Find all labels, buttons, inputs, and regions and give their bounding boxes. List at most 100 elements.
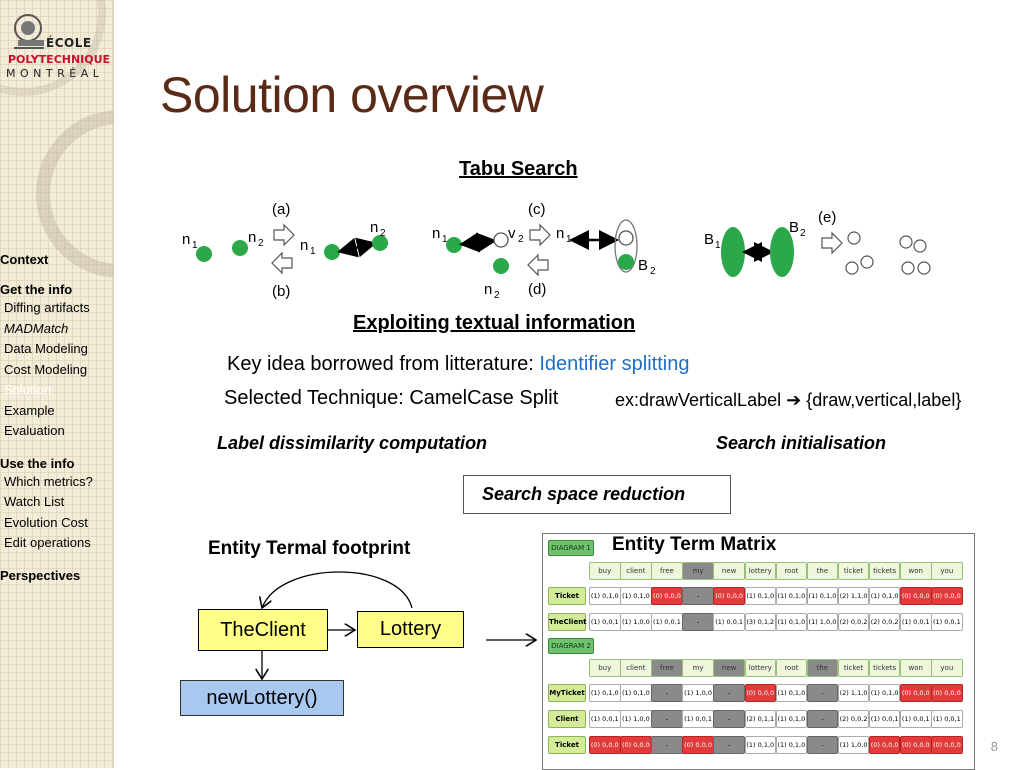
- matrix-term-header: tickets: [868, 659, 901, 677]
- matrix-term-header: the: [806, 659, 839, 677]
- nav-context[interactable]: Context: [0, 252, 49, 267]
- matrix-cell: -: [651, 710, 683, 728]
- virtual-node: [913, 239, 927, 253]
- match-edge: [459, 232, 497, 253]
- node-subscript: 1: [566, 234, 572, 245]
- virtual-node: [917, 261, 931, 275]
- tabu-search-heading: Tabu Search: [459, 158, 578, 180]
- matrix-cell: (1) 0,0,1: [589, 710, 621, 728]
- nav-perspectives[interactable]: Perspectives: [0, 567, 81, 583]
- etf-diagram-connectors: [180, 571, 550, 720]
- matrix-row-label: TheClient: [548, 613, 587, 631]
- nav-watch-list[interactable]: Watch List: [4, 494, 65, 509]
- search-space-reduction-label: Search space reduction: [482, 484, 686, 504]
- bundle-outline: [614, 219, 638, 273]
- node-subscript: 2: [650, 266, 656, 277]
- nav-get-the-info[interactable]: Get the info: [0, 282, 73, 297]
- matrix-cell: (1) 0,1,0: [620, 684, 652, 702]
- matrix-term-header: new: [713, 659, 745, 677]
- matrix-cell: (2) 0,0,2: [837, 710, 870, 728]
- matrix-cell: (0) 0,0,0: [868, 736, 901, 754]
- matrix-cell: (1) 0,0,1: [931, 710, 963, 728]
- etf-heading: Entity Termal footprint: [208, 538, 411, 559]
- matrix-term-header: root: [775, 562, 808, 580]
- virtual-node: [618, 230, 634, 246]
- nav-diffing-artifacts[interactable]: Diffing artifacts: [4, 300, 90, 315]
- node-subscript: 2: [800, 228, 806, 239]
- virtual-node: [860, 255, 874, 269]
- arrow-right-icon: ➔: [786, 390, 802, 410]
- move-label: (e): [818, 209, 836, 226]
- matrix-cell: (0) 0,0,0: [900, 684, 932, 702]
- bundle-node: [770, 227, 794, 277]
- matrix-row-label: Ticket: [548, 736, 586, 754]
- example-line: ex:drawVerticalLabel ➔ {draw,vertical,la…: [615, 390, 961, 411]
- key-idea-line: Key idea borrowed from litterature: Iden…: [227, 353, 689, 376]
- matrix-cell: -: [713, 736, 745, 754]
- nav-cost-modeling[interactable]: Cost Modeling: [4, 361, 88, 377]
- matrix-cell: (1) 0,0,1: [900, 613, 932, 631]
- matrix-cell: (0) 0,0,0: [900, 736, 932, 754]
- nav-use-the-info[interactable]: Use the info: [0, 455, 75, 471]
- matrix-cell: -: [713, 710, 745, 728]
- matrix-cell: (0) 0,0,0: [931, 684, 963, 702]
- virtual-node: [899, 235, 913, 249]
- match-edge: [337, 237, 377, 258]
- node-label: n: [556, 225, 564, 242]
- node-subscript: 1: [192, 240, 198, 251]
- nav-evaluation[interactable]: Evaluation: [4, 423, 65, 438]
- matrix-term-header: lottery: [744, 562, 776, 580]
- node-subscript: 2: [380, 228, 386, 239]
- bundle-node: [721, 227, 745, 277]
- nav-madmatch[interactable]: MADMatch: [4, 320, 69, 336]
- matrix-term-header: root: [775, 659, 808, 677]
- matrix-term-header: you: [931, 659, 963, 677]
- logo-line-3: MONTRÉAL: [6, 67, 104, 80]
- matrix-cell: (1) 1,0,0: [620, 710, 652, 728]
- matrix-cell: (1) 0,1,0: [868, 684, 901, 702]
- matrix-cell: (1) 1,0,0: [837, 736, 870, 754]
- etm-heading: Entity Term Matrix: [612, 534, 777, 555]
- graph-node: [372, 235, 388, 251]
- matrix-cell: (0) 0,0,0: [589, 736, 621, 754]
- graph-node: [493, 258, 509, 274]
- matrix-term-header: ticket: [837, 659, 870, 677]
- right-arrow-icon: [821, 231, 843, 255]
- key-idea-text: Key idea borrowed from litterature:: [227, 353, 540, 375]
- matrix-cell: (1) 0,0,1: [931, 613, 963, 631]
- matrix-term-header: ticket: [837, 562, 870, 580]
- node-label: n: [300, 237, 308, 254]
- slide-title: Solution overview: [160, 67, 544, 123]
- move-label: (a): [272, 201, 290, 218]
- matrix-row-label: MyTicket: [548, 684, 586, 702]
- matrix-cell: (2) 1,1,0: [837, 684, 870, 702]
- matrix-cell: (1) 0,0,1: [682, 710, 714, 728]
- nav-solution[interactable]: Solution: [4, 382, 51, 397]
- matrix-cell: (1) 0,1,0: [589, 587, 621, 605]
- nav-edit-operations[interactable]: Edit operations: [4, 535, 91, 550]
- nav-which-metrics[interactable]: Which metrics?: [4, 473, 93, 489]
- node-label: v: [508, 225, 516, 242]
- page-number: 8: [990, 739, 998, 754]
- identifier-splitting-link[interactable]: Identifier splitting: [539, 353, 690, 375]
- association-arrow: [262, 571, 413, 608]
- matrix-term-header: buy: [589, 659, 621, 677]
- node-label: n: [370, 219, 378, 236]
- matrix-cell: (1) 1,0,0: [682, 684, 714, 702]
- nav-example[interactable]: Example: [4, 402, 55, 418]
- virtual-node: [845, 261, 859, 275]
- class-box-theclient: TheClient: [198, 609, 328, 651]
- label-dissimilarity-label: Label dissimilarity computation: [217, 433, 488, 453]
- node-label: B: [789, 219, 799, 236]
- move-label: (b): [272, 283, 290, 300]
- matrix-term-header: you: [931, 562, 963, 580]
- nav-evolution-cost[interactable]: Evolution Cost: [4, 514, 88, 530]
- matrix-cell: (2) 1,1,0: [837, 587, 870, 605]
- technique-line: Selected Technique: CamelCase Split: [224, 387, 559, 409]
- move-label: (c): [528, 201, 546, 218]
- nav-data-modeling[interactable]: Data Modeling: [4, 341, 88, 356]
- matrix-cell: (0) 0,0,0: [682, 736, 714, 754]
- matrix-cell: (1) 0,1,0: [775, 587, 808, 605]
